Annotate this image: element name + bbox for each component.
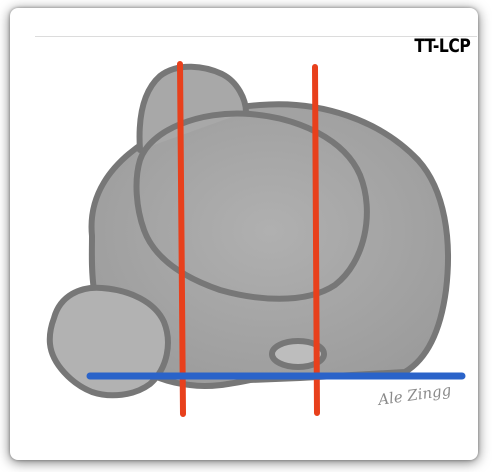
diagram-title: TT-LCP (413, 35, 471, 57)
vertical-line-left (177, 61, 186, 417)
tubercle-shape (269, 338, 327, 370)
inner-oval-shape (133, 110, 370, 302)
vertical-line-right (312, 64, 320, 416)
fibula-head-shape (46, 284, 171, 399)
